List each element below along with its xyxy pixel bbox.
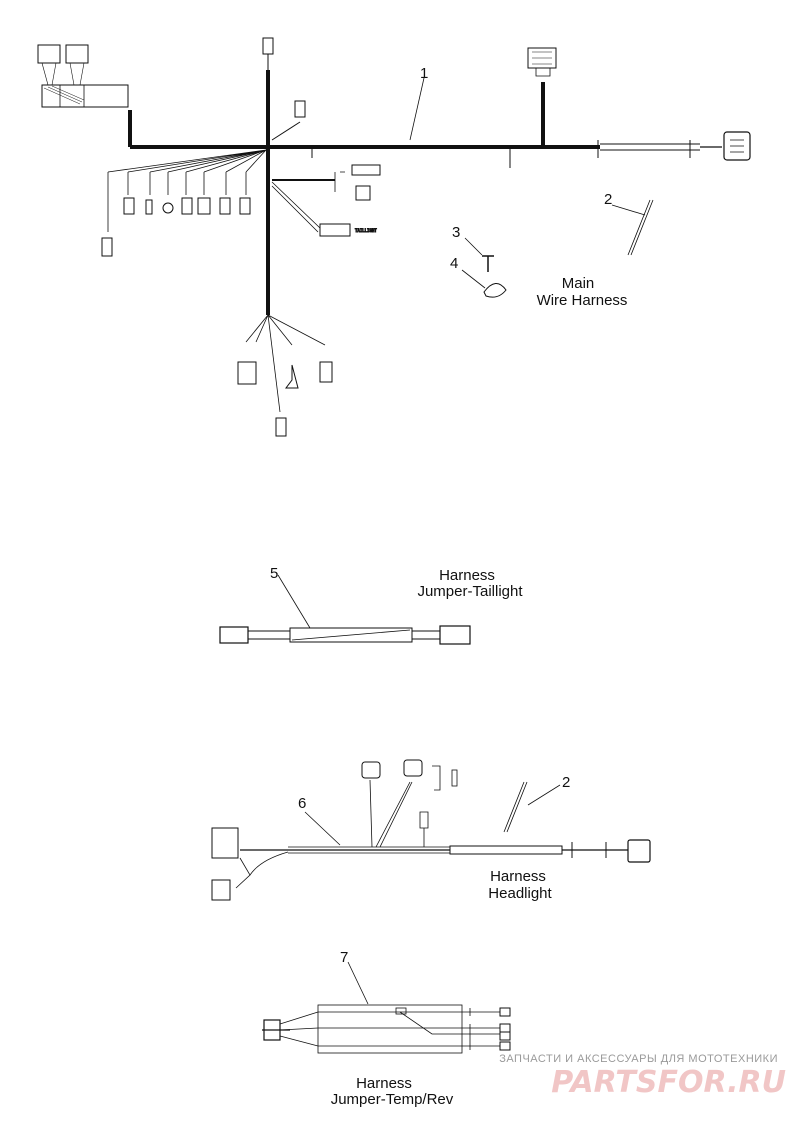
svg-text:Main: Main (562, 275, 595, 292)
cable-tie-part (627, 199, 654, 256)
branch-connector-e (181, 197, 193, 215)
temprev-inline-fuse (395, 1007, 407, 1015)
mid-connector-2 (355, 185, 371, 201)
callout-7: 7 (340, 949, 348, 966)
title-main-wire-harness: Main Wire Harness (537, 275, 628, 309)
temp-rev-jumper-harness (262, 961, 511, 1054)
headlight-upper-connector-1 (361, 761, 381, 779)
main-wire-harness: TAILLIGHT (37, 37, 751, 437)
branch-connector-d (162, 202, 174, 214)
headlight-left-connector-top (211, 827, 239, 859)
temprev-terminal-1 (499, 1007, 511, 1017)
headlight-harness (211, 759, 651, 901)
temprev-terminal-2 (499, 1023, 511, 1033)
branch-connector-a (101, 237, 113, 257)
watermark: ЗАПЧАСТИ И АКСЕССУАРЫ ДЛЯ МОТОТЕХНИКИ PA… (499, 1053, 786, 1100)
branch-connector-b (123, 197, 135, 215)
watermark-tagline: ЗАПЧАСТИ И АКСЕССУАРЫ ДЛЯ МОТОТЕХНИКИ (499, 1053, 778, 1065)
title-taillight-jumper: Harness Jumper-Taillight (417, 567, 523, 600)
callout-2b: 2 (562, 774, 570, 791)
headlight-sleeve (449, 845, 563, 855)
upper-branch-connector (294, 100, 306, 118)
taillight-sleeve (289, 627, 413, 643)
screw-part (482, 255, 494, 272)
svg-text:TAILLIGHT: TAILLIGHT (355, 228, 377, 233)
taillight-connector-left (219, 626, 249, 644)
headlight-bulb (451, 769, 458, 787)
mid-connector-1 (351, 164, 381, 176)
lower-connector-d (275, 417, 287, 437)
headlight-cable-tie-part (503, 781, 528, 833)
mid-connector-3 (319, 223, 351, 237)
callout-3: 3 (452, 224, 460, 241)
main-trunk-thin (600, 143, 700, 151)
lower-connector-a (237, 361, 257, 385)
svg-text:Jumper-Temp/Rev: Jumper-Temp/Rev (331, 1091, 454, 1108)
title-temprev-jumper: Harness Jumper-Temp/Rev (331, 1075, 454, 1108)
end-connector (723, 131, 751, 161)
svg-text:Harness: Harness (439, 567, 495, 584)
svg-text:Harness: Harness (490, 868, 546, 885)
callout-5: 5 (270, 565, 278, 582)
svg-text:Wire Harness: Wire Harness (537, 292, 628, 309)
headlight-end-connector (627, 839, 651, 863)
callout-labels-main: 1 2 3 4 (420, 65, 612, 272)
relay-right (65, 44, 89, 64)
clip-part (483, 283, 507, 298)
branch-connector-h (239, 197, 251, 215)
branch-connector-g (219, 197, 231, 215)
relay-left (37, 44, 61, 64)
callout-6: 6 (298, 795, 306, 812)
left-fuse-block (41, 84, 129, 108)
callout-2a: 2 (604, 191, 612, 208)
right-top-connector (527, 47, 557, 69)
taillight-connector-right (439, 625, 471, 645)
svg-text:Jumper-Taillight: Jumper-Taillight (417, 583, 523, 600)
title-headlight-harness: Harness Headlight (488, 868, 552, 902)
temprev-terminal-4 (499, 1041, 511, 1051)
callout-4: 4 (450, 255, 458, 272)
svg-text:Headlight: Headlight (488, 885, 552, 902)
temprev-sleeve (317, 1004, 463, 1054)
callout-1: 1 (420, 65, 428, 82)
top-connector (262, 37, 274, 55)
headlight-upper-connector-2 (403, 759, 423, 777)
headlight-left-connector-bottom (211, 879, 231, 901)
taillight-jumper-harness (219, 574, 471, 645)
branch-connector-f (197, 197, 211, 215)
branch-connector-c (145, 199, 153, 215)
svg-text:Harness: Harness (356, 1075, 412, 1092)
temprev-terminal-3 (499, 1031, 511, 1041)
watermark-logo: PARTSFOR.RU (551, 1065, 786, 1100)
lower-connector-c (319, 361, 333, 383)
fanout-wires (107, 149, 267, 173)
lower-connector-b (285, 364, 299, 389)
